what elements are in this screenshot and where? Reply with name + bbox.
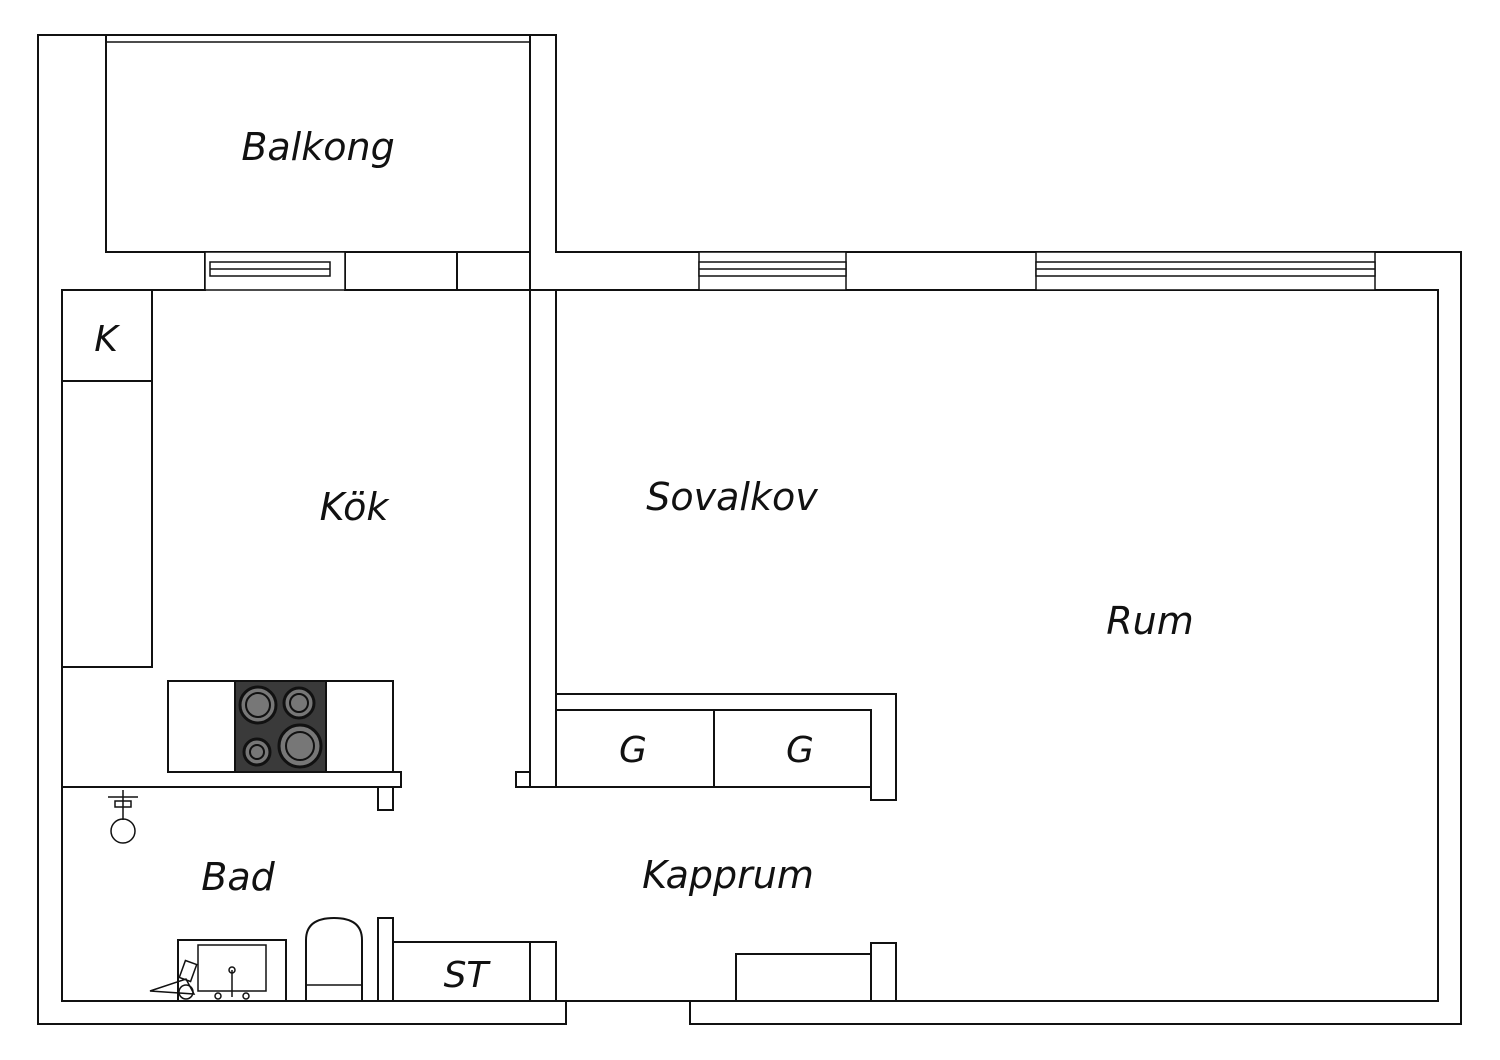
room-label-st: ST bbox=[444, 955, 492, 996]
room-label-g-right: G bbox=[786, 730, 814, 771]
wardrobes bbox=[555, 709, 872, 788]
room-labels: Balkong Kök Sovalkov Rum Bad Kapprum ST … bbox=[94, 125, 1194, 996]
sink-icon bbox=[149, 939, 287, 1002]
room-label-g-left: G bbox=[619, 730, 647, 771]
room-label-bad: Bad bbox=[201, 855, 275, 899]
bathroom-fixtures bbox=[108, 790, 363, 1002]
room-label-kapprum: Kapprum bbox=[642, 853, 814, 897]
room-label-k: K bbox=[94, 319, 120, 360]
room-label-rum: Rum bbox=[1106, 599, 1194, 643]
windows bbox=[204, 251, 1376, 291]
balcony bbox=[105, 34, 531, 253]
window-kitchen bbox=[204, 251, 346, 291]
room-label-balkong: Balkong bbox=[241, 125, 394, 169]
room-label-sovalkov: Sovalkov bbox=[646, 475, 818, 519]
stove bbox=[234, 680, 327, 773]
shower-icon bbox=[108, 790, 138, 844]
shoe-shelf bbox=[735, 953, 872, 1002]
window-rum bbox=[1035, 251, 1376, 291]
room-label-kok: Kök bbox=[320, 485, 391, 529]
toilet-icon bbox=[305, 916, 363, 1002]
window-sovalkov bbox=[698, 251, 847, 291]
storage-closet bbox=[392, 941, 531, 1002]
